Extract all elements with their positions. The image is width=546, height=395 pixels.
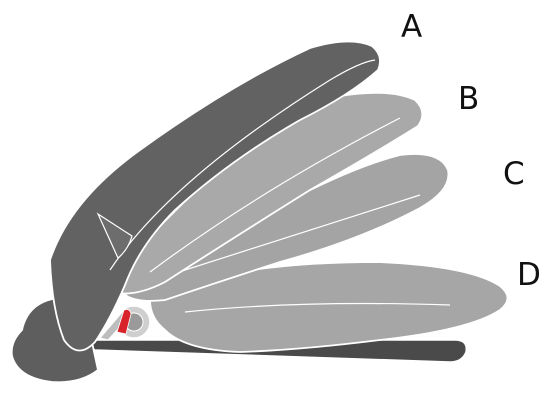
position-label-a: A [401,12,422,43]
position-label-b: B [458,84,479,115]
position-label-c: C [503,159,525,190]
position-label-d: D [517,260,541,291]
